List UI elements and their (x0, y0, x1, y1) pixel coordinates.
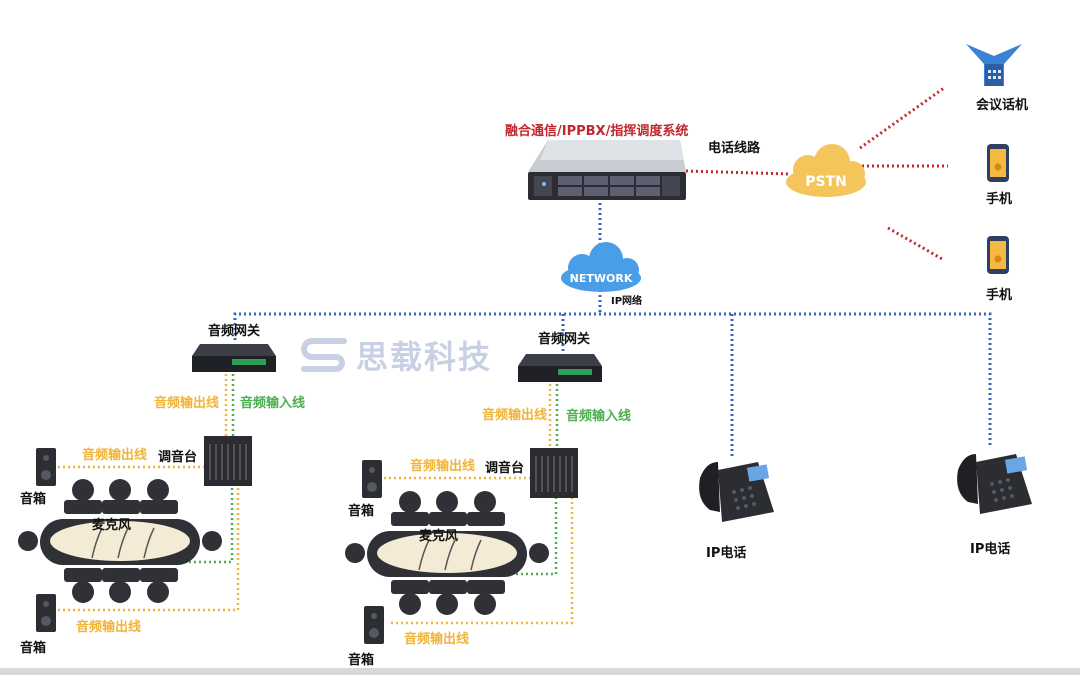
mixer-label: 调音台 (485, 461, 525, 476)
ip-phone-label: IP电话 (706, 546, 747, 561)
speaker-device (364, 606, 384, 644)
mobile-label: 手机 (986, 192, 1013, 207)
watermark-text: 思载科技 (356, 338, 493, 376)
ip-phone-label: IP电话 (970, 542, 1011, 557)
audio-out-line-label: 音频输出线 (154, 396, 220, 411)
audio-out-line-label: 音频输出线 (410, 459, 476, 474)
pstn-cloud: PSTN (786, 144, 866, 197)
ip-phone-device (957, 454, 1032, 514)
mixer-label: 调音台 (158, 450, 198, 465)
system-title: 融合通信/IPPBX/指挥调度系统 (505, 124, 689, 139)
microphone-label: 麦克风 (419, 529, 459, 544)
audio-out-line-label: 音频输出线 (404, 632, 470, 647)
pstn-links (685, 86, 948, 262)
speaker-device (362, 460, 382, 498)
speaker-device (36, 448, 56, 486)
network-cloud: NETWORK (561, 242, 641, 292)
mobile-phone-icon (987, 236, 1009, 274)
audio-in-line-label: 音频输入线 (240, 396, 306, 411)
audio-in-lines (178, 374, 559, 576)
pstn-label: PSTN (805, 174, 847, 190)
ip-phone-device (699, 462, 774, 522)
mixer-device (204, 436, 252, 486)
conference-table (345, 491, 549, 615)
speaker-label: 音箱 (20, 641, 47, 656)
audio-out-lines (58, 374, 574, 625)
conference-table (18, 479, 222, 603)
logo-icon (301, 338, 347, 372)
ippbx-server (528, 140, 686, 200)
audio-gateway-device (518, 354, 602, 382)
speaker-label: 音箱 (20, 492, 47, 507)
speaker-label: 音箱 (348, 653, 375, 668)
ip-network-label: IP网络 (611, 296, 643, 307)
network-label: NETWORK (570, 272, 633, 285)
mixer-device (530, 448, 578, 498)
speaker-device (36, 594, 56, 632)
watermark: 思载科技 (300, 332, 492, 378)
audio-gateway-device (192, 344, 276, 372)
audio-gateway-label: 音频网关 (208, 324, 261, 339)
speaker-label: 音箱 (348, 504, 375, 519)
audio-out-line-label: 音频输出线 (482, 408, 548, 423)
audio-gateway-label: 音频网关 (538, 332, 591, 347)
microphone-label: 麦克风 (92, 518, 132, 533)
phone-line-label: 电话线路 (708, 141, 761, 156)
mobile-label: 手机 (986, 288, 1013, 303)
audio-out-line-label: 音频输出线 (76, 620, 142, 635)
mobile-phone-icon (987, 144, 1009, 182)
audio-in-line-label: 音频输入线 (566, 409, 632, 424)
bottom-divider (0, 668, 1080, 675)
conference-phone-label: 会议话机 (976, 98, 1029, 113)
audio-out-line-label: 音频输出线 (82, 448, 148, 463)
conference-phone-icon (966, 44, 1022, 86)
